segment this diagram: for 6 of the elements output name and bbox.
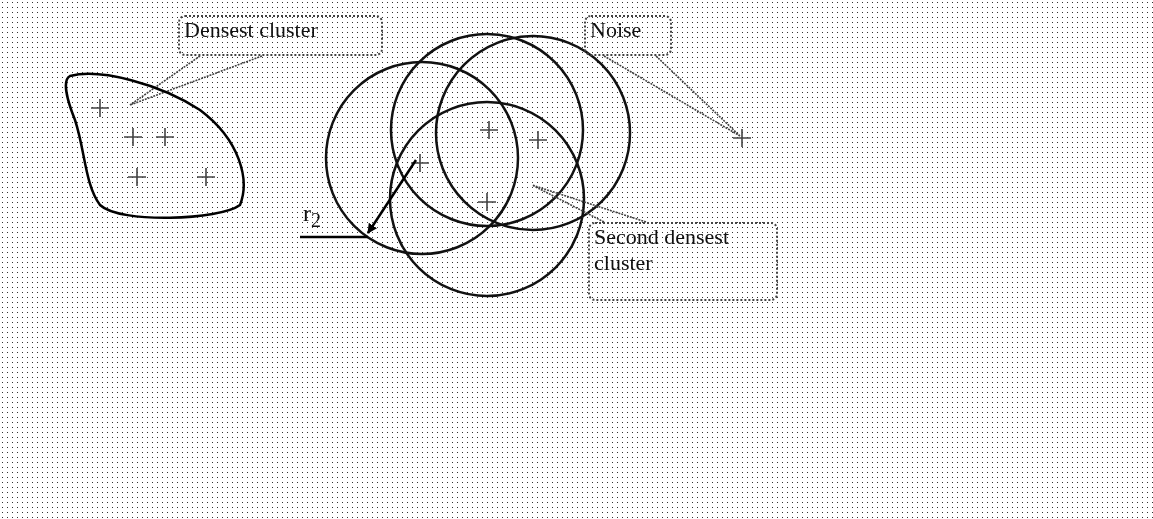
callout-label: Densest cluster xyxy=(178,15,383,56)
callout-label: Noise xyxy=(584,15,672,56)
callout-pointer xyxy=(531,184,647,223)
noise-point-icon xyxy=(733,129,751,147)
radius-label: r$_{2}$ xyxy=(303,200,321,232)
callout-label: Second densest cluster xyxy=(588,222,778,301)
